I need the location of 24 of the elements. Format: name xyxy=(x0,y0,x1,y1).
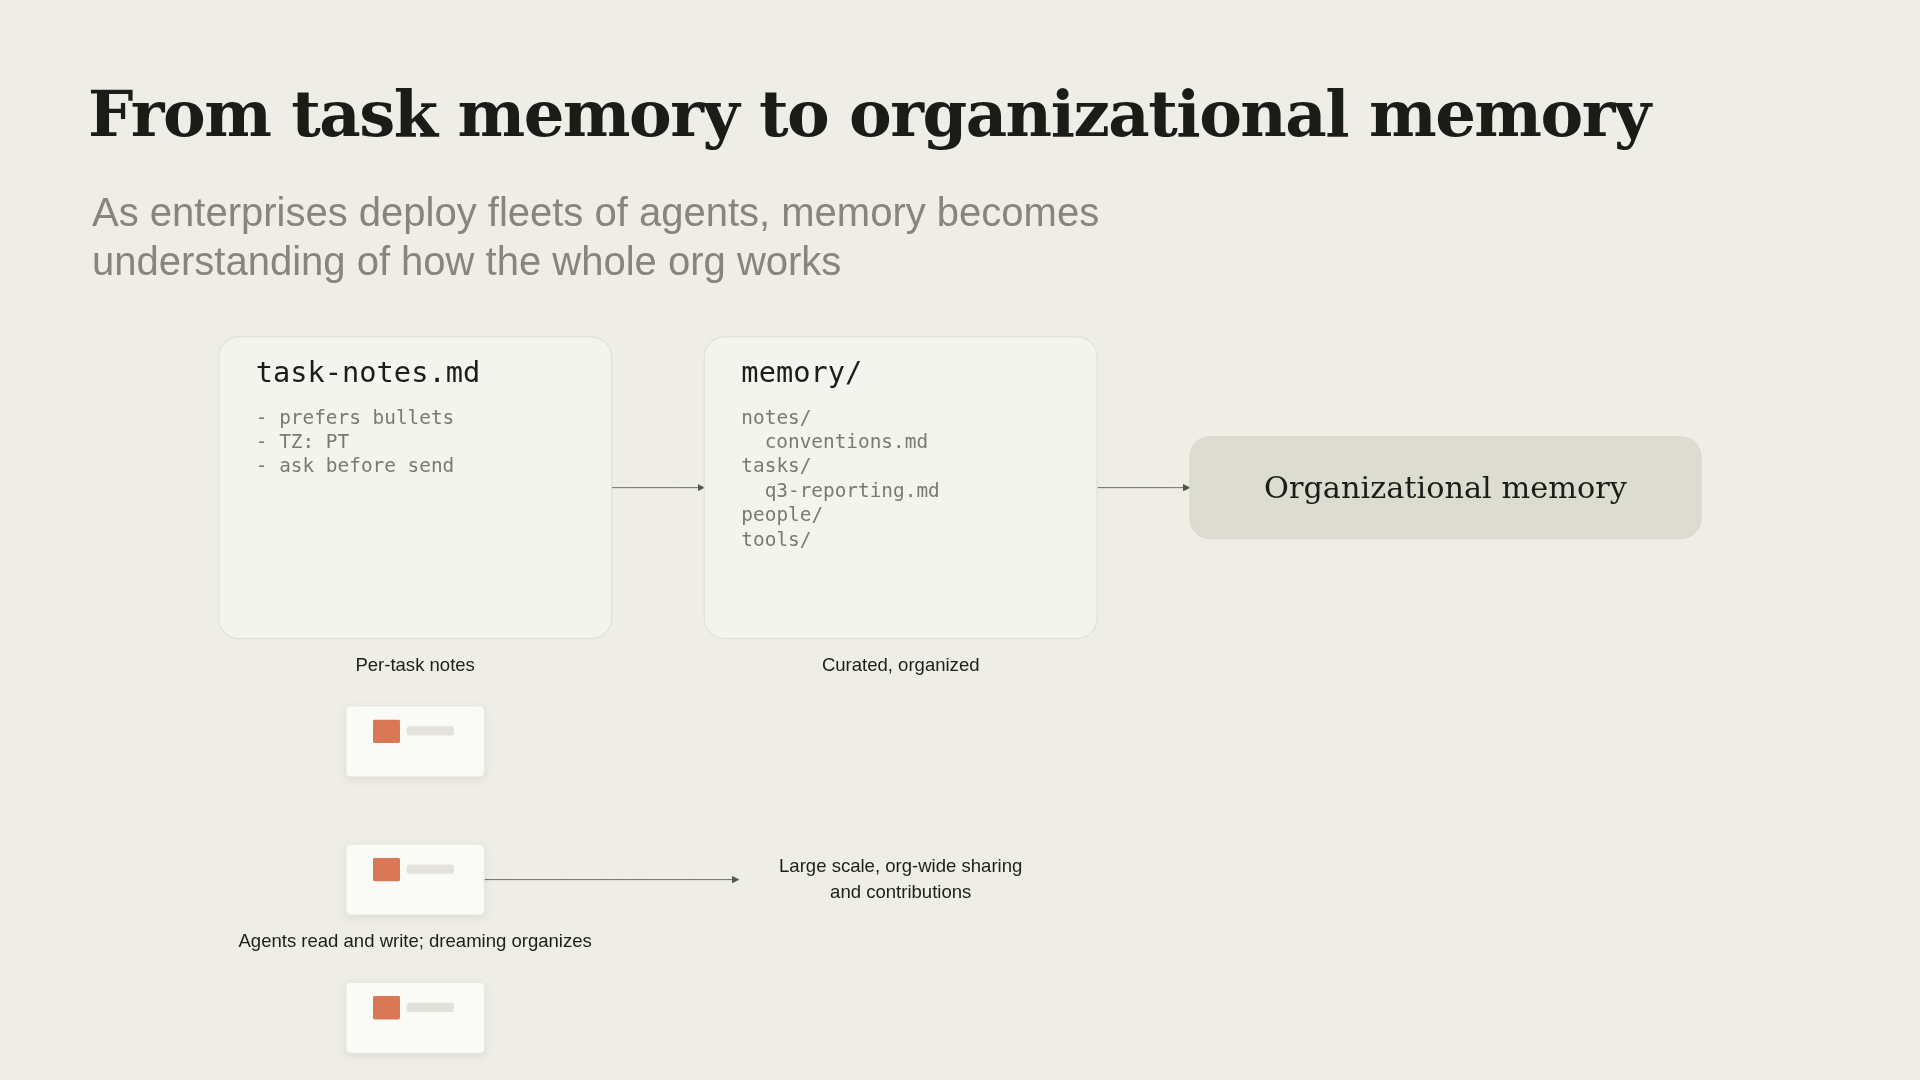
code-line: - ask before send xyxy=(255,454,455,477)
node-caption: Per-task notes xyxy=(355,653,475,675)
subtitle: As enterprises deploy fleets of agents, memory becomes understanding of how the whole org works xyxy=(92,189,1101,285)
agent-card xyxy=(345,982,485,1054)
agent-card xyxy=(345,705,485,778)
title: From task memory to organizational memory xyxy=(88,76,1650,151)
heading-text: task-notes.md xyxy=(255,355,481,389)
heading-text: Organizational memory xyxy=(1263,469,1628,507)
code-line: people/ xyxy=(741,503,824,526)
heading-text: memory/ xyxy=(741,355,863,389)
code-line: conventions.md xyxy=(763,430,929,453)
code-line: - prefers bullets xyxy=(255,405,455,428)
agent-card xyxy=(345,843,485,916)
file-card xyxy=(703,336,1098,640)
node-caption: Curated, organized xyxy=(822,653,980,675)
code-line: q3-reporting.md xyxy=(763,479,940,502)
code-line: tasks/ xyxy=(741,454,812,477)
code-line: - TZ: PT xyxy=(255,430,350,453)
file-card xyxy=(218,336,613,640)
description-text: Large scale, org-wide sharing and contributions xyxy=(778,854,1024,905)
code-line: notes/ xyxy=(741,405,812,428)
memory-box xyxy=(1189,436,1702,540)
code-line: tools/ xyxy=(741,528,812,550)
node-caption: Agents read and write; dreaming organizes xyxy=(238,930,592,952)
